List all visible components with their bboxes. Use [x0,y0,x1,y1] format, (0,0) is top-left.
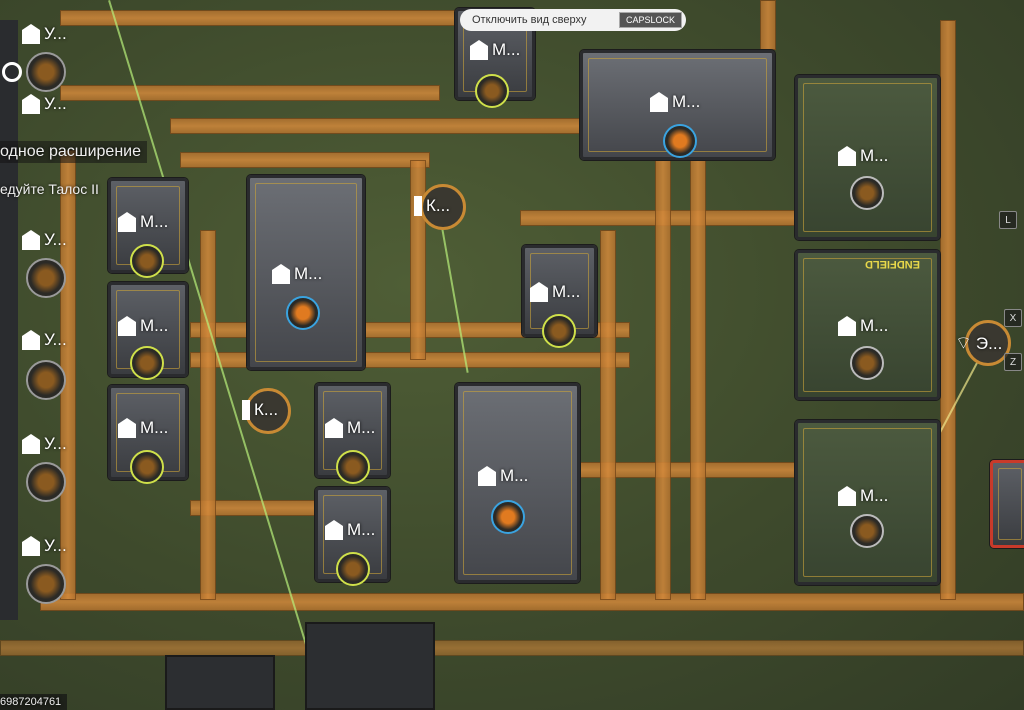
key-hint-x: X [1004,309,1022,327]
machine[interactable] [247,175,365,370]
unloader-icon [22,230,40,250]
player-uid: 6987204761 [0,694,68,710]
machine-label: М... [530,282,580,302]
conveyor-belt [600,230,616,600]
ore-item-icon [336,450,370,484]
objective-title[interactable]: одное расширение [0,141,147,163]
conveyor-belt [60,10,460,26]
crusher-icon [118,316,136,336]
conveyor-belt [410,160,426,360]
building[interactable] [165,655,275,710]
ore-item-icon [130,450,164,484]
crusher-icon [118,418,136,438]
conveyor-belt [200,230,216,600]
unit-label[interactable]: У... [22,536,67,556]
unit-label[interactable]: У... [22,330,67,350]
plant-item-icon [850,346,884,380]
key-hint-z: Z [1004,353,1022,371]
relay-label: ⌔Э... [955,333,1003,353]
crusher-icon [325,418,343,438]
relay-tower[interactable] [965,320,1011,366]
ore-item-icon [130,346,164,380]
refinery-icon [650,92,668,112]
machine[interactable] [455,383,580,583]
conveyor-belt [690,160,706,600]
ore-item-icon [475,74,509,108]
pylon-icon [242,400,250,420]
conveyor-belt [760,0,776,50]
storage-column [0,20,18,620]
ore-item-icon [26,258,66,298]
unit-label[interactable]: У... [22,230,67,250]
pylon-label: К... [414,196,450,216]
conveyor-belt [655,160,671,600]
machine[interactable] [795,420,940,585]
item-icon [663,124,697,158]
key-hint-l: L [999,211,1017,229]
ore-item-icon [26,52,66,92]
unit-label[interactable]: У... [22,94,67,114]
item-icon [491,500,525,534]
crusher-icon [118,212,136,232]
pylon-label: К... [242,400,278,420]
machine-label: М... [325,418,375,438]
machine-label: М... [650,92,700,112]
machine-label: М... [478,466,528,486]
planter-icon [838,486,856,506]
ore-item-icon [542,314,576,348]
ore-item-icon [26,360,66,400]
machine-label: М... [838,146,888,166]
machine[interactable] [990,460,1024,548]
power-beam [438,210,469,373]
conveyor-belt [60,85,440,101]
machine-label: М... [118,212,168,232]
ore-item-icon [26,564,66,604]
search-icon[interactable] [2,62,22,82]
unit-label[interactable]: У... [22,434,67,454]
ore-item-icon [336,552,370,586]
smelter-icon [478,466,496,486]
planter-icon [838,316,856,336]
unit-label[interactable]: У... [22,24,67,44]
signal-icon: ⌔ [955,333,972,353]
crusher-icon [470,40,488,60]
planter-icon [838,146,856,166]
conveyor-belt [940,20,956,600]
machine-label: М... [118,316,168,336]
ore-item-icon [26,462,66,502]
unloader-icon [22,24,40,44]
machine-label: М... [272,264,322,284]
machine-label: М... [118,418,168,438]
machine[interactable] [795,75,940,240]
ore-item-icon [130,244,164,278]
pylon-icon [414,196,422,216]
item-icon [286,296,320,330]
conveyor-belt [180,152,430,168]
objective-subtitle: едуйте Талос II [0,181,99,197]
machine-label: М... [838,486,888,506]
unloader-icon [22,330,40,350]
crusher-icon [530,282,548,302]
unloader-icon [22,94,40,114]
conveyor-belt [170,118,590,134]
unloader-icon [22,434,40,454]
building-sign: ENDFIELD [865,258,920,270]
machine-label: М... [325,520,375,540]
crusher-icon [325,520,343,540]
machine-label: М... [470,40,520,60]
conveyor-belt [0,640,1024,656]
building[interactable] [305,622,435,710]
machine-label: М... [838,316,888,336]
smelter-icon [272,264,290,284]
capslock-key[interactable]: CAPSLOCK [618,12,682,28]
conveyor-belt [40,593,1024,611]
hint-toast: Отключить вид сверху CAPSLOCK [460,9,686,31]
unloader-icon [22,536,40,556]
hint-text: Отключить вид сверху [472,14,587,26]
plant-item-icon [850,514,884,548]
plant-item-icon [850,176,884,210]
